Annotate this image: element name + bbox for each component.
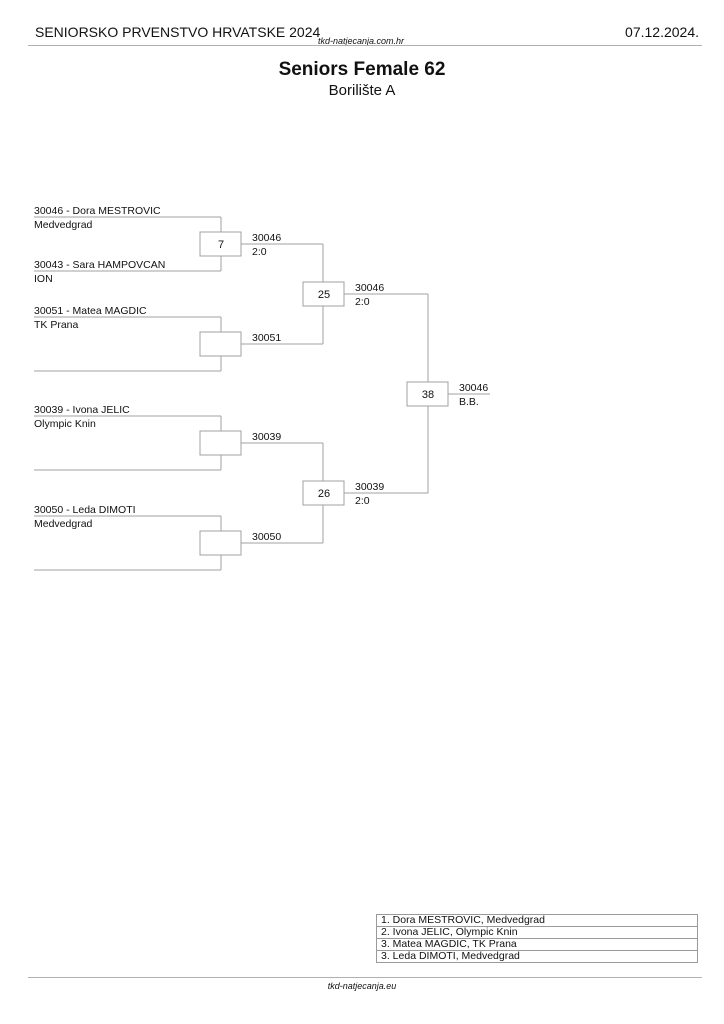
event-title: SENIORSKO PRVENSTVO HRVATSKE 2024 bbox=[35, 24, 321, 40]
footer-divider bbox=[28, 977, 702, 978]
sf-score-2: 2:0 bbox=[355, 495, 370, 507]
entry-club-2: ION bbox=[34, 273, 53, 285]
entry-label-7: 30050 - Leda DIMOTI bbox=[34, 504, 136, 516]
header-site-link[interactable]: tkd-natjecanja.com.hr bbox=[318, 36, 405, 46]
r1-match-box-4 bbox=[199, 530, 242, 556]
r1-match-box-2 bbox=[199, 331, 242, 357]
sf-match-box-2 bbox=[302, 480, 345, 506]
r1-winner-id-1: 30046 bbox=[252, 232, 281, 244]
entry-label-3: 30051 - Matea MAGDIC bbox=[34, 305, 147, 317]
r1-match-number-1: 7 bbox=[218, 239, 224, 251]
entry-club-3: TK Prana bbox=[34, 319, 79, 331]
sf-match-number-2: 26 bbox=[318, 488, 330, 500]
sf-match-number-1: 25 bbox=[318, 289, 330, 301]
sf-match-box-1 bbox=[302, 281, 345, 307]
entry-club-7: Medvedgrad bbox=[34, 518, 93, 530]
r1-winner-id-3: 30039 bbox=[252, 431, 281, 443]
final-match-number: 38 bbox=[422, 389, 434, 401]
entry-club-1: Medvedgrad bbox=[34, 219, 93, 231]
results-table: 1. Dora MESTROVIC, Medvedgrad 2. Ivona J… bbox=[376, 914, 698, 963]
r1-winner-id-4: 30050 bbox=[252, 531, 281, 543]
result-row-2: 2. Ivona JELIC, Olympic Knin bbox=[377, 927, 697, 939]
page-title: Seniors Female 62 bbox=[278, 59, 446, 80]
header-divider bbox=[28, 45, 702, 46]
entry-club-5: Olympic Knin bbox=[34, 418, 96, 430]
result-row-1: 1. Dora MESTROVIC, Medvedgrad bbox=[377, 915, 697, 927]
r1-match-box-3 bbox=[199, 430, 242, 456]
r1-match-box-1 bbox=[199, 231, 242, 257]
footer-site-link[interactable]: tkd-natjecanja.eu bbox=[327, 981, 397, 991]
entry-label-5: 30039 - Ivona JELIC bbox=[34, 404, 130, 416]
final-winner-id: 30046 bbox=[459, 382, 488, 394]
result-row-3: 3. Matea MAGDIC, TK Prana bbox=[377, 939, 697, 951]
sf-winner-id-2: 30039 bbox=[355, 481, 384, 493]
r1-winner-id-2: 30051 bbox=[252, 332, 281, 344]
final-match-box bbox=[406, 381, 449, 407]
event-date: 07.12.2024. bbox=[625, 24, 699, 40]
sf-winner-id-1: 30046 bbox=[355, 282, 384, 294]
result-row-4: 3. Leda DIMOTI, Medvedgrad bbox=[381, 950, 520, 962]
entry-label-2: 30043 - Sara HAMPOVCAN bbox=[34, 259, 165, 271]
page-subtitle: Borilište A bbox=[328, 82, 396, 99]
final-score: B.B. bbox=[459, 396, 479, 408]
sf-score-1: 2:0 bbox=[355, 296, 370, 308]
r1-score-1: 2:0 bbox=[252, 246, 267, 258]
entry-label-1: 30046 - Dora MESTROVIC bbox=[34, 205, 161, 217]
